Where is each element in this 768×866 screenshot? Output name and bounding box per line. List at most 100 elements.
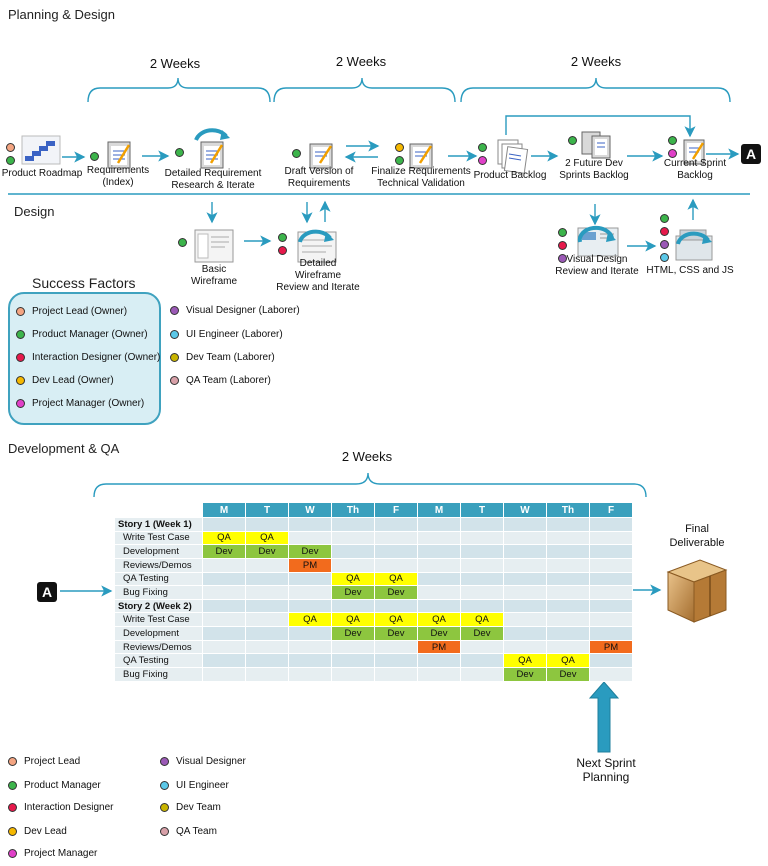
task-cell-qa: QA bbox=[417, 612, 461, 628]
dev-lead-dot bbox=[395, 143, 404, 152]
story-heading: Story 2 (Week 2) bbox=[114, 598, 203, 614]
empty-cell bbox=[460, 667, 504, 682]
empty-cell bbox=[460, 544, 504, 559]
empty-cell bbox=[245, 612, 289, 628]
product-manager-dot bbox=[292, 149, 301, 158]
weeks-label-2: 2 Weeks bbox=[335, 54, 387, 69]
weeks-label-4: 2 Weeks bbox=[341, 449, 393, 464]
empty-cell bbox=[546, 612, 590, 628]
planning-section-title: Planning & Design bbox=[8, 7, 115, 22]
next-sprint-arrow bbox=[588, 681, 620, 753]
planning-arrows bbox=[62, 140, 740, 252]
empty-cell bbox=[417, 667, 461, 682]
connector-badge-bottom: A bbox=[37, 582, 57, 602]
task-label: Reviews/Demos bbox=[114, 639, 203, 655]
empty-cell bbox=[417, 598, 461, 614]
visual-design-icon bbox=[577, 225, 619, 257]
day-header: T bbox=[460, 502, 504, 518]
day-header: Th bbox=[331, 502, 375, 518]
empty-cell bbox=[331, 544, 375, 559]
task-cell-qa: QA bbox=[503, 653, 547, 669]
task-cell-qa: QA bbox=[374, 571, 418, 587]
empty-cell bbox=[202, 557, 246, 573]
requirements-label: Requirements(Index) bbox=[86, 165, 150, 188]
schedule-corner bbox=[114, 502, 203, 518]
empty-cell bbox=[202, 639, 246, 655]
task-cell-qa: QA bbox=[546, 653, 590, 669]
empty-cell bbox=[589, 544, 633, 559]
empty-cell bbox=[460, 571, 504, 587]
task-cell-dev: Dev bbox=[503, 667, 547, 682]
empty-cell bbox=[245, 667, 289, 682]
day-header: M bbox=[202, 502, 246, 518]
task-cell-dev: Dev bbox=[546, 667, 590, 682]
empty-cell bbox=[460, 517, 504, 532]
empty-cell bbox=[503, 598, 547, 614]
day-header: W bbox=[288, 502, 332, 518]
empty-cell bbox=[331, 530, 375, 546]
product-roadmap-label: Product Roadmap bbox=[1, 168, 83, 179]
empty-cell bbox=[374, 530, 418, 546]
empty-cell bbox=[374, 544, 418, 559]
empty-cell bbox=[202, 585, 246, 600]
roadmap-icon bbox=[21, 135, 61, 165]
empty-cell bbox=[417, 585, 461, 600]
task-cell-dev: Dev bbox=[331, 626, 375, 641]
empty-cell bbox=[417, 517, 461, 532]
product-manager-dot bbox=[175, 148, 184, 157]
task-label: QA Testing bbox=[114, 653, 203, 669]
empty-cell bbox=[589, 667, 633, 682]
task-label: Bug Fixing bbox=[114, 585, 203, 600]
task-cell-qa: QA bbox=[331, 571, 375, 587]
task-cell-qa: QA bbox=[288, 612, 332, 628]
visual-designer-dot bbox=[660, 240, 669, 249]
empty-cell bbox=[245, 585, 289, 600]
empty-cell bbox=[288, 598, 332, 614]
empty-cell bbox=[288, 626, 332, 641]
empty-cell bbox=[417, 557, 461, 573]
day-header: M bbox=[417, 502, 461, 518]
product-manager-dot bbox=[278, 233, 287, 242]
task-label: Write Test Case bbox=[114, 612, 203, 628]
empty-cell bbox=[546, 585, 590, 600]
task-cell-dev: Dev bbox=[374, 585, 418, 600]
html-css-js-label: HTML, CSS and JS bbox=[646, 265, 734, 276]
empty-cell bbox=[460, 585, 504, 600]
empty-cell bbox=[460, 653, 504, 669]
empty-cell bbox=[460, 639, 504, 655]
empty-cell bbox=[589, 530, 633, 546]
task-cell-dev: Dev bbox=[245, 544, 289, 559]
success-factors-title: Success Factors bbox=[32, 275, 136, 291]
empty-cell bbox=[202, 598, 246, 614]
task-label: Development bbox=[114, 544, 203, 559]
empty-cell bbox=[503, 530, 547, 546]
empty-cell bbox=[546, 571, 590, 587]
empty-cell bbox=[589, 598, 633, 614]
task-cell-dev: Dev bbox=[374, 626, 418, 641]
empty-cell bbox=[245, 517, 289, 532]
visual-designer-dot bbox=[558, 254, 567, 263]
empty-cell bbox=[374, 557, 418, 573]
empty-cell bbox=[202, 667, 246, 682]
empty-cell bbox=[202, 571, 246, 587]
day-header: W bbox=[503, 502, 547, 518]
task-cell-dev: Dev bbox=[331, 585, 375, 600]
empty-cell bbox=[288, 517, 332, 532]
empty-cell bbox=[589, 612, 633, 628]
product-manager-dot bbox=[6, 156, 15, 165]
empty-cell bbox=[374, 653, 418, 669]
empty-cell bbox=[202, 626, 246, 641]
empty-cell bbox=[460, 530, 504, 546]
project-lead-dot bbox=[6, 143, 15, 152]
product-manager-dot bbox=[668, 136, 677, 145]
requirements-clipboard-icon bbox=[107, 141, 131, 169]
empty-cell bbox=[503, 557, 547, 573]
